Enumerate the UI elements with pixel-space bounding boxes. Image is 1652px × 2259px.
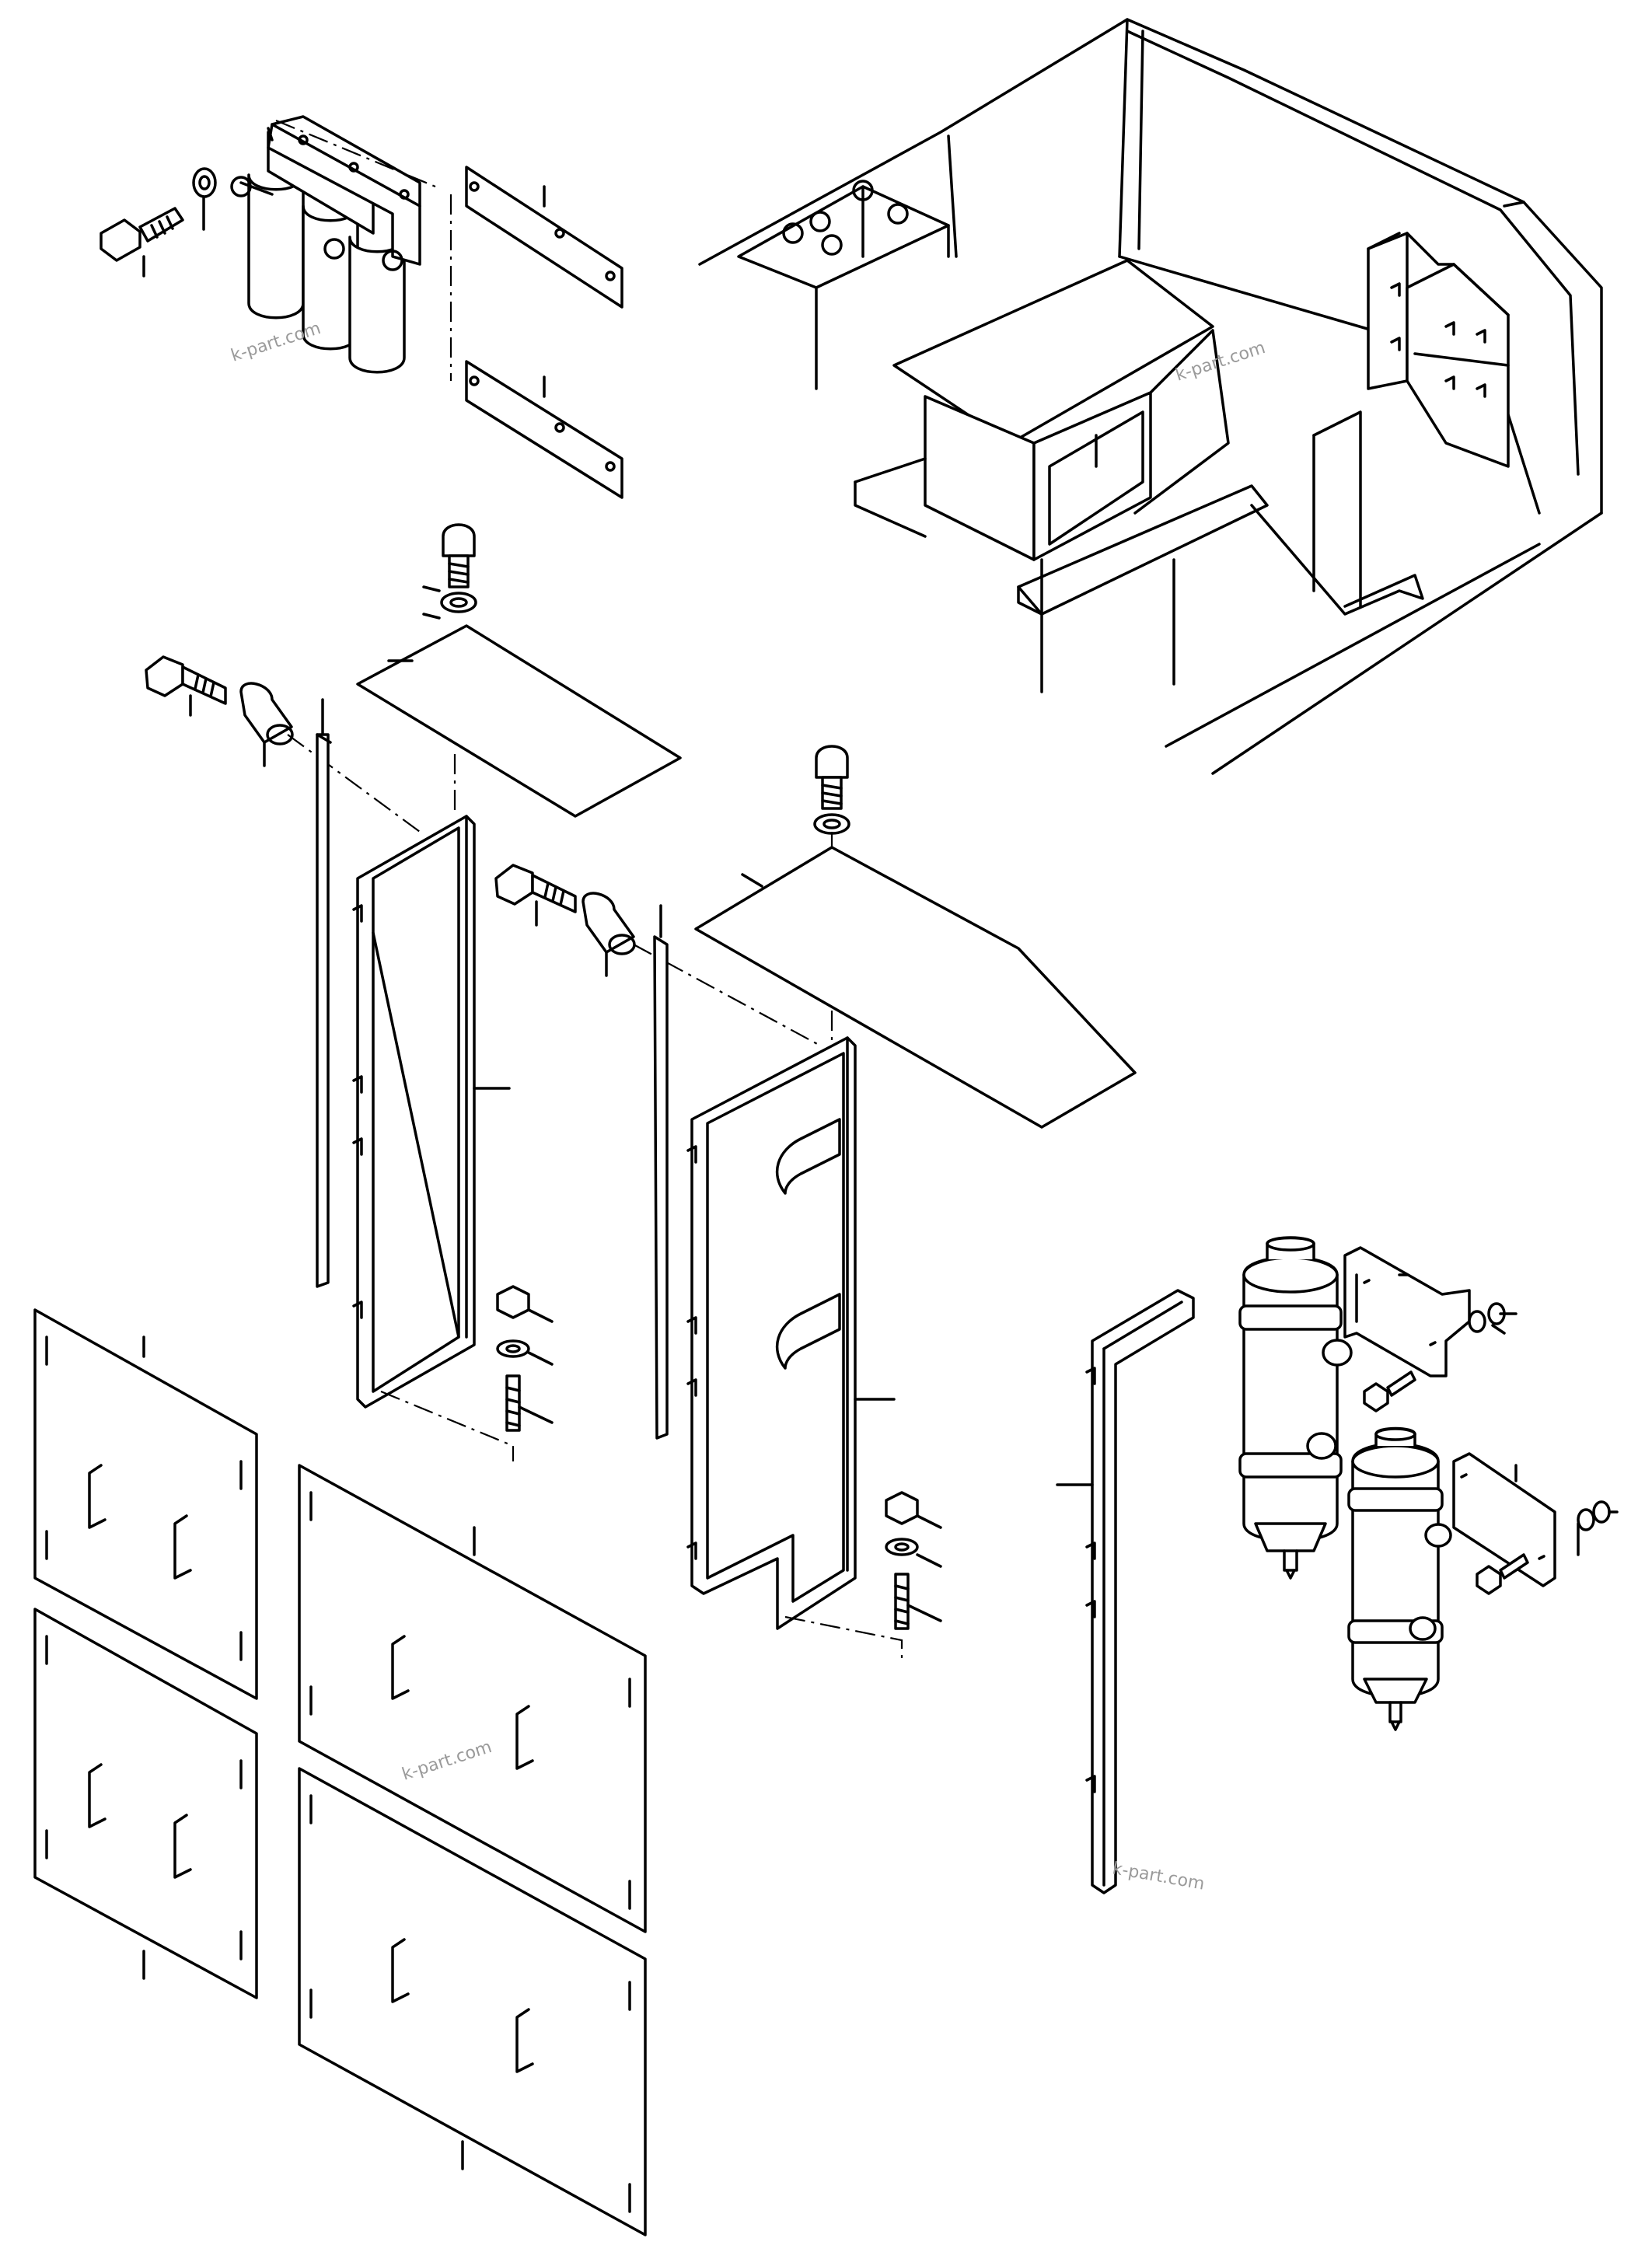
left-bracket-assembly bbox=[145, 523, 682, 1461]
water-separator-1 bbox=[1238, 1236, 1353, 1580]
water-separator-2 bbox=[1347, 1426, 1452, 1731]
filter-bracket-assembly bbox=[100, 115, 623, 499]
right-bracket-assembly bbox=[494, 745, 1137, 1660]
access-covers bbox=[33, 1308, 647, 2236]
l-frame-member bbox=[1056, 1289, 1195, 1894]
separator-brackets bbox=[1343, 1246, 1619, 1595]
watermark-4: k-part.com bbox=[1111, 1859, 1206, 1894]
cab-assembly bbox=[698, 18, 1603, 775]
